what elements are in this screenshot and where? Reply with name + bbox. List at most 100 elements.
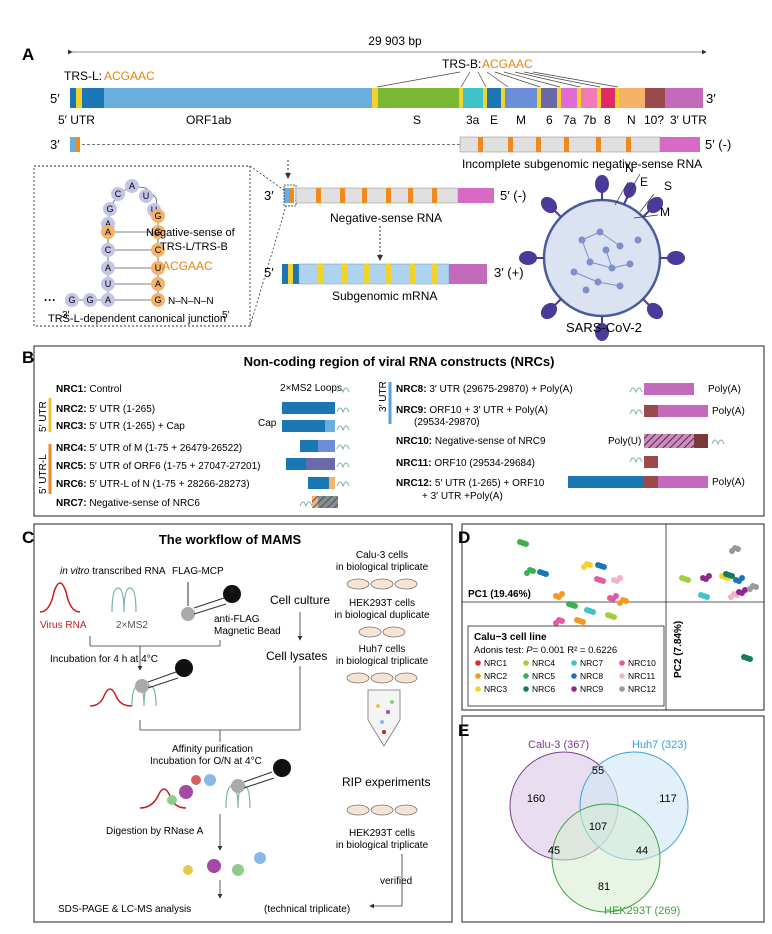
svg-text:A: A bbox=[155, 279, 161, 289]
mrna-3prime: 3′ (+) bbox=[494, 265, 524, 280]
legend-marker bbox=[475, 660, 481, 666]
affinity-label-2: Incubation for O/N at 4°C bbox=[150, 756, 262, 767]
legend-marker bbox=[571, 686, 577, 692]
pca-point bbox=[753, 584, 759, 590]
svg-text:G: G bbox=[106, 204, 113, 214]
pca-point bbox=[704, 594, 710, 600]
svg-text:NRC2: 5′ UTR (1-265): NRC2: 5′ UTR (1-265) bbox=[56, 404, 155, 415]
svg-text:U: U bbox=[143, 191, 150, 201]
svg-text:A: A bbox=[129, 181, 135, 191]
nrc-diagrams-right bbox=[568, 383, 725, 488]
subgenomic-label: Subgenomic mRNA bbox=[332, 289, 437, 303]
cap-label: Cap bbox=[258, 418, 277, 429]
verified-label: verified bbox=[380, 876, 412, 887]
hek-rip-label-2: in biological triplicate bbox=[336, 840, 429, 851]
svg-text:55: 55 bbox=[592, 765, 604, 777]
huh-label-1: Huh7 cells bbox=[359, 644, 406, 655]
pc1-label: PC1 (19.46%) bbox=[468, 589, 531, 600]
hek-label-1: HEK293T cells bbox=[349, 598, 415, 609]
adonis-text: Adonis test: P= 0.001 R² = 0.6226 bbox=[474, 645, 617, 656]
svg-text:3a: 3a bbox=[466, 113, 480, 127]
mrna-5prime: 5′ bbox=[264, 265, 274, 280]
svg-text:8: 8 bbox=[604, 113, 611, 127]
panel-d: D PC1 (19.46%) PC2 (7.84%) Calu−3 cell l… bbox=[458, 523, 765, 711]
rip-label: RIP experiments bbox=[342, 775, 430, 789]
svg-text:NRC1: Control: NRC1: Control bbox=[56, 384, 122, 395]
incomplete-3prime: 3′ bbox=[50, 137, 60, 152]
virus-illustration bbox=[519, 173, 685, 341]
svg-text:45: 45 bbox=[548, 845, 560, 857]
legend-label: NRC6 bbox=[532, 684, 555, 694]
virus-label-e: E bbox=[640, 175, 648, 189]
svg-text:ORF1ab: ORF1ab bbox=[186, 113, 232, 127]
svg-text:NRC5: 5′ UTR of ORF6 (1-75 + 2: NRC5: 5′ UTR of ORF6 (1-75 + 27047-27201… bbox=[56, 461, 260, 472]
panel-a: A 29 903 bp TRS-L: ACGAAC TRS-B: ACGAAC … bbox=[22, 34, 731, 341]
ms2-label: 2×MS2 bbox=[116, 620, 148, 631]
pca-point bbox=[685, 577, 691, 583]
panel-d-label: D bbox=[458, 528, 470, 547]
legend-label: NRC3 bbox=[484, 684, 507, 694]
incomplete-5prime: 5′ (-) bbox=[705, 137, 731, 152]
svg-text:81: 81 bbox=[598, 881, 610, 893]
svg-text:A: A bbox=[105, 295, 111, 305]
svg-text:E: E bbox=[490, 113, 498, 127]
venn-counts: 160 55 117 107 45 44 81 bbox=[527, 765, 677, 893]
genome-3prime: 3′ bbox=[706, 91, 716, 106]
svg-text:6: 6 bbox=[546, 113, 553, 127]
svg-text:U: U bbox=[151, 205, 158, 215]
hairpin-zoom-box bbox=[33, 165, 251, 327]
pca-point bbox=[559, 591, 565, 597]
pca-point bbox=[543, 571, 549, 577]
svg-text:G: G bbox=[68, 295, 75, 305]
svg-text:160: 160 bbox=[527, 793, 545, 805]
panel-b-frame bbox=[33, 345, 765, 517]
bead-complex-2 bbox=[89, 659, 193, 707]
cell-culture-label: Cell culture bbox=[270, 593, 330, 607]
trs-b-label: TRS-B: bbox=[442, 57, 481, 71]
virus-rna-curve bbox=[39, 582, 81, 613]
svg-text:U: U bbox=[155, 263, 162, 273]
panel-e-label: E bbox=[458, 721, 469, 740]
svg-text:A: A bbox=[105, 219, 111, 229]
legend-label: NRC9 bbox=[580, 684, 603, 694]
digested-proteins bbox=[183, 852, 266, 876]
svg-text:+ 3′ UTR +Poly(A): + 3′ UTR +Poly(A) bbox=[422, 491, 503, 502]
polya-nrc8: Poly(A) bbox=[708, 384, 741, 395]
neg-rna-strand bbox=[283, 184, 494, 207]
trs-l-seq: ACGAAC bbox=[104, 69, 155, 83]
hek-label-2: in biological duplicate bbox=[334, 610, 430, 621]
nrc-diagrams-left bbox=[282, 387, 350, 508]
svg-text:S: S bbox=[413, 113, 421, 127]
panel-d-frame bbox=[461, 523, 765, 711]
svg-text:G: G bbox=[154, 227, 161, 237]
pca-point bbox=[601, 564, 607, 570]
legend-title: Calu−3 cell line bbox=[474, 632, 547, 643]
svg-text:117: 117 bbox=[659, 793, 677, 805]
neg-rna-label: Negative-sense RNA bbox=[330, 211, 442, 225]
legend-marker bbox=[523, 660, 529, 666]
legend-label: NRC2 bbox=[484, 671, 507, 681]
svg-text:G: G bbox=[154, 295, 161, 305]
svg-text:44: 44 bbox=[636, 845, 648, 857]
pca-point bbox=[587, 562, 593, 568]
legend-marker bbox=[523, 686, 529, 692]
polya-nrc9: Poly(A) bbox=[712, 406, 745, 417]
svg-text:NRC10: Negative-sense of NRC9: NRC10: Negative-sense of NRC9 bbox=[396, 436, 546, 447]
venn-hek293t bbox=[551, 803, 661, 913]
junction-5prime: 5′ bbox=[222, 310, 230, 321]
ms2-loops-label: 2×MS2 Loops bbox=[280, 383, 342, 394]
legend-label: NRC7 bbox=[580, 658, 603, 668]
legend-label: NRC11 bbox=[628, 671, 656, 681]
pca-point bbox=[617, 575, 623, 581]
svg-text:A: A bbox=[105, 227, 111, 237]
pca-point bbox=[580, 619, 586, 625]
cell-lysates-label: Cell lysates bbox=[266, 649, 327, 663]
pca-point bbox=[600, 578, 606, 584]
calu-label-2: in biological triplicate bbox=[336, 562, 429, 573]
legend-label: NRC4 bbox=[532, 658, 555, 668]
sds-label: SDS-PAGE & LC-MS analysis bbox=[58, 904, 191, 915]
legend-label: NRC5 bbox=[532, 671, 555, 681]
legend-marker bbox=[475, 686, 481, 692]
legend-marker bbox=[571, 673, 577, 679]
